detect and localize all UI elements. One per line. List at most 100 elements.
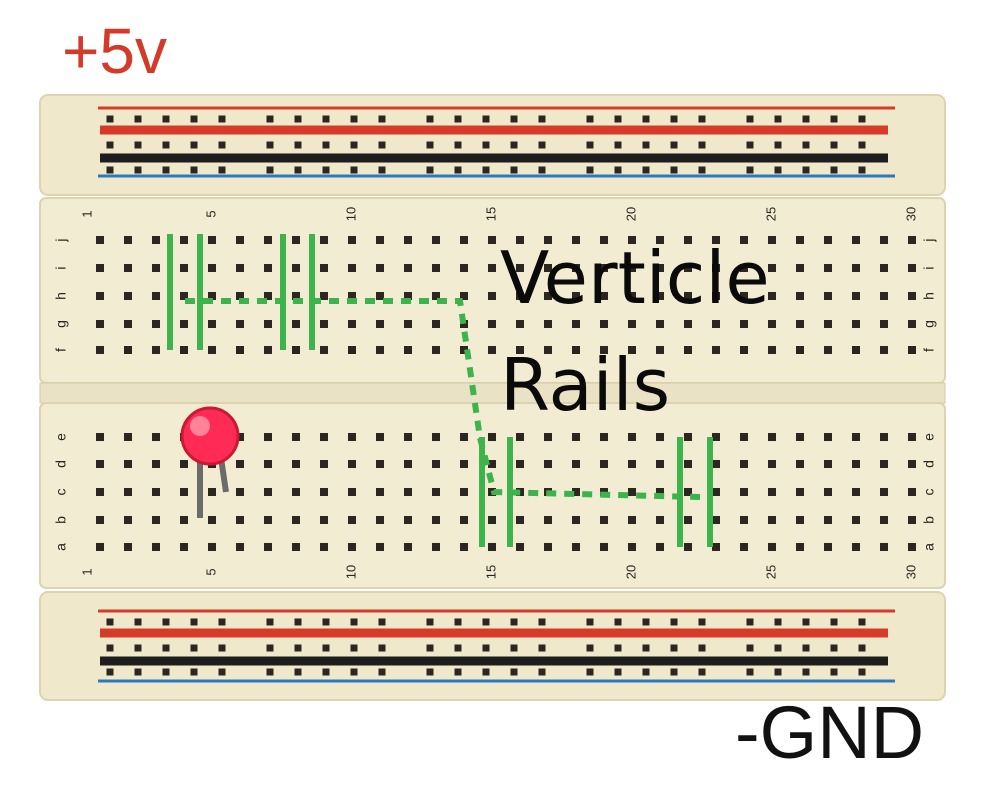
hole	[482, 166, 490, 174]
hole	[292, 264, 300, 272]
hole	[152, 543, 160, 551]
hole	[824, 460, 832, 468]
hole	[600, 433, 608, 441]
hole	[774, 618, 782, 626]
hole	[880, 460, 888, 468]
hole	[830, 618, 838, 626]
hole	[670, 141, 678, 149]
hole	[908, 236, 916, 244]
terminal-top-body	[39, 197, 946, 384]
hole	[134, 618, 142, 626]
hole	[628, 433, 636, 441]
hole	[264, 236, 272, 244]
led-highlight	[190, 416, 210, 436]
hole	[320, 320, 328, 328]
hole	[908, 460, 916, 468]
hole	[190, 618, 198, 626]
column-number: 1	[79, 568, 94, 575]
hole	[488, 433, 496, 441]
row-letter: d	[53, 460, 69, 468]
hole	[740, 460, 748, 468]
column-number: 5	[203, 568, 218, 575]
hole	[264, 460, 272, 468]
hole	[378, 166, 386, 174]
hole	[106, 668, 114, 676]
hole	[908, 543, 916, 551]
hole	[320, 488, 328, 496]
hole	[294, 141, 302, 149]
hole	[830, 115, 838, 123]
hole	[572, 460, 580, 468]
row-letter: d	[921, 460, 937, 468]
hole	[488, 264, 496, 272]
hole	[180, 346, 188, 354]
column-number: 30	[903, 207, 918, 221]
hole	[488, 543, 496, 551]
hole	[516, 292, 524, 300]
center-channel	[39, 382, 946, 404]
hole	[348, 433, 356, 441]
hole	[426, 166, 434, 174]
hole	[586, 618, 594, 626]
hole	[614, 166, 622, 174]
hole	[628, 543, 636, 551]
hole	[614, 115, 622, 123]
hole	[378, 644, 386, 652]
hole	[698, 115, 706, 123]
hole	[538, 115, 546, 123]
hole	[322, 618, 330, 626]
hole	[908, 292, 916, 300]
hole	[656, 488, 664, 496]
hole	[162, 141, 170, 149]
hole	[600, 264, 608, 272]
hole	[796, 543, 804, 551]
hole	[802, 115, 810, 123]
hole	[908, 320, 916, 328]
hole	[378, 115, 386, 123]
terminal-holes-top	[96, 236, 916, 354]
hole	[544, 320, 552, 328]
hole	[162, 618, 170, 626]
hole	[96, 346, 104, 354]
column-number: 15	[483, 565, 498, 579]
hole	[454, 166, 462, 174]
hole	[236, 460, 244, 468]
hole	[482, 618, 490, 626]
hole	[774, 141, 782, 149]
hole	[880, 292, 888, 300]
hole	[670, 618, 678, 626]
row-letter: b	[921, 516, 937, 524]
hole	[774, 668, 782, 676]
column-number: 1	[79, 210, 94, 217]
hole	[768, 543, 776, 551]
hole	[376, 236, 384, 244]
hole	[152, 516, 160, 524]
hole	[292, 460, 300, 468]
hole	[740, 320, 748, 328]
hole	[544, 236, 552, 244]
hole	[152, 460, 160, 468]
hole	[852, 543, 860, 551]
hole	[218, 644, 226, 652]
hole	[96, 543, 104, 551]
hole	[236, 346, 244, 354]
hole	[162, 644, 170, 652]
hole	[404, 516, 412, 524]
hole	[180, 516, 188, 524]
hole	[510, 141, 518, 149]
highlight-bottom	[477, 437, 713, 547]
hole	[124, 320, 132, 328]
row-letter: c	[53, 489, 69, 496]
hole	[656, 320, 664, 328]
hole	[322, 644, 330, 652]
hole	[348, 346, 356, 354]
column-number: 15	[483, 207, 498, 221]
hole	[190, 166, 198, 174]
hole	[96, 320, 104, 328]
hole	[796, 320, 804, 328]
hole	[106, 141, 114, 149]
hole	[322, 141, 330, 149]
hole	[124, 460, 132, 468]
hole	[218, 115, 226, 123]
